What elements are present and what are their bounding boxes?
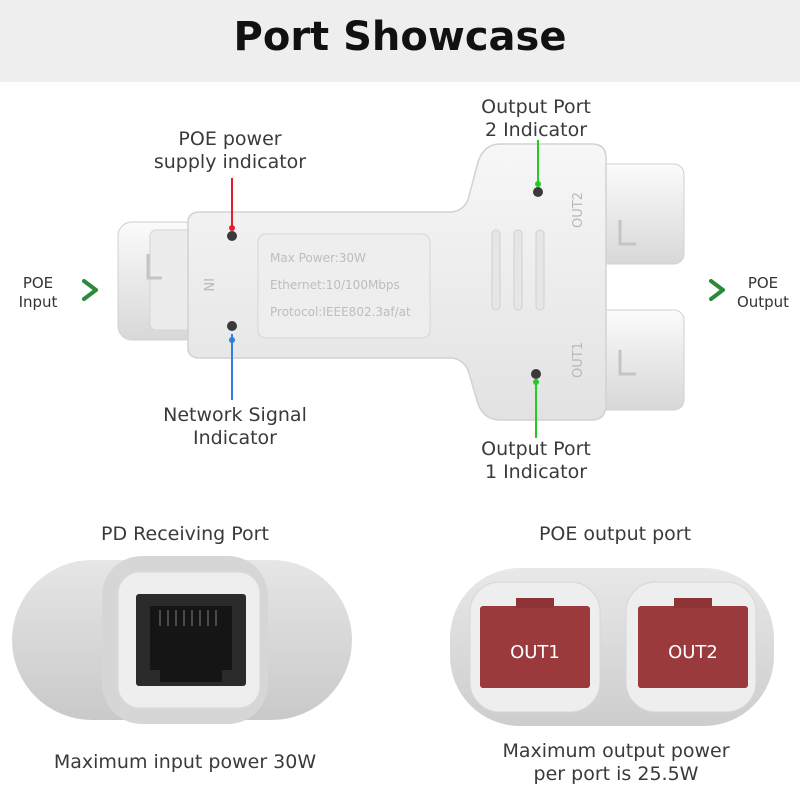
device-spec-line: Protocol:IEEE802.3af/at (270, 305, 411, 319)
poe-input-label-line: Input (18, 293, 58, 311)
poe-output-label-line: POE (747, 274, 779, 292)
out2-indicator-label-line: 2 Indicator (484, 119, 588, 141)
poe-indicator-label-line: POE power (178, 128, 282, 150)
network-indicator-label-line: Indicator (193, 427, 277, 449)
out2-indicator-label: Output Port 2 Indicator (446, 96, 626, 142)
input-arrow-icon (82, 279, 98, 301)
poe-port-caption: Maximum output power per port is 25.5W (446, 740, 786, 786)
out1-indicator-label: Output Port 1 Indicator (446, 438, 626, 484)
out2-indicator-led (533, 187, 543, 197)
device-out1-text: OUT1 (571, 342, 586, 378)
network-indicator-label-line: Network Signal (163, 404, 307, 426)
output-plug-2 (597, 163, 685, 265)
pd-port-caption: Maximum input power 30W (53, 751, 317, 773)
pd-port-image (12, 556, 352, 724)
poe-input-label: POE Input (8, 274, 68, 312)
poe-port-caption-line: Maximum output power (502, 740, 730, 762)
network-indicator-label: Network Signal Indicator (130, 404, 340, 450)
poe-port-title: POE output port (538, 523, 692, 545)
out2-port-label: OUT2 (668, 642, 718, 663)
header-bar (0, 0, 800, 82)
poe-input-label-line: POE (22, 274, 54, 292)
out1-indicator-label-line: Output Port (481, 438, 591, 460)
splitter-device-diagram: IN OUT2 OUT1 Max Power:30W Ethernet:10/1… (82, 140, 725, 438)
poe-indicator-led (227, 231, 237, 241)
out1-port-icon (480, 606, 590, 688)
poe-output-label: POE Output (733, 274, 793, 312)
network-indicator-led (227, 321, 237, 331)
out2-port-icon (638, 606, 748, 688)
output-arrow-icon (709, 279, 725, 301)
poe-indicator-label: POE power supply indicator (130, 128, 330, 174)
out2-indicator-label-line: Output Port (481, 96, 591, 118)
out1-indicator-label-line: 1 Indicator (484, 461, 588, 483)
page-title: Port Showcase (233, 14, 567, 60)
out1-port-label: OUT1 (510, 642, 560, 663)
out1-indicator-led (531, 369, 541, 379)
device-in-text: IN (200, 278, 215, 292)
pd-port-title: PD Receiving Port (101, 523, 269, 545)
output-plug-1 (597, 309, 685, 411)
device-spec-line: Max Power:30W (270, 251, 366, 265)
poe-output-label-line: Output (736, 293, 790, 311)
device-out2-text: OUT2 (571, 192, 586, 228)
poe-indicator-label-line: supply indicator (153, 151, 307, 173)
device-spec-line: Ethernet:10/100Mbps (270, 278, 400, 292)
poe-output-ports-image: OUT1 OUT2 (450, 568, 774, 726)
poe-port-caption-line: per port is 25.5W (533, 763, 699, 785)
